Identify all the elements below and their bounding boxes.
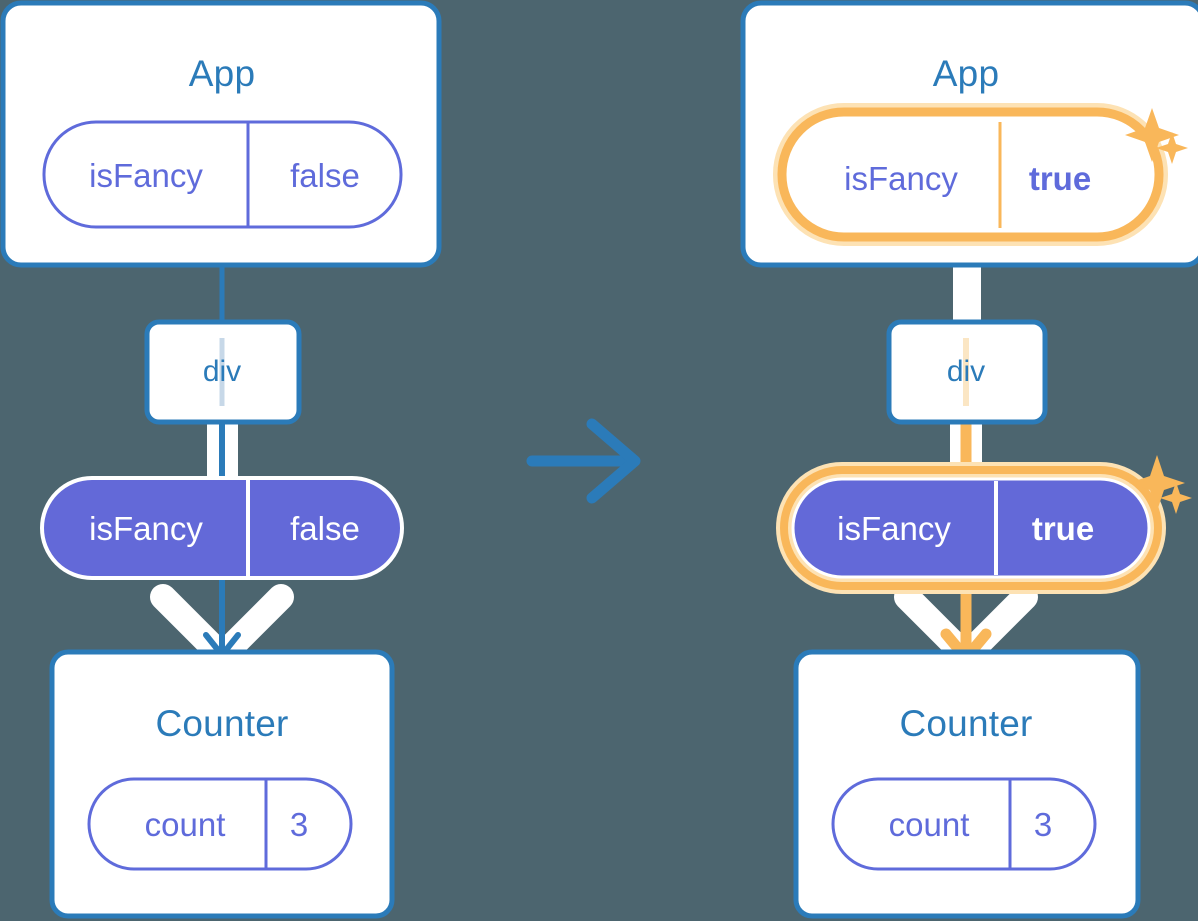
state-pill-counter-right <box>831 777 1097 871</box>
connector-app-to-div-right-band <box>953 258 981 328</box>
prop-pill-left <box>40 476 404 580</box>
prop-pill-right-ring <box>780 466 1162 590</box>
state-pill-app-right <box>773 103 1168 246</box>
sparkle-icon-prop-right <box>1129 455 1192 514</box>
arrow-right-icon <box>526 418 641 504</box>
state-pill-app-right-ring <box>777 107 1164 242</box>
state-pill-counter-left <box>87 777 353 871</box>
sparkle-icon-app-right <box>1125 108 1188 164</box>
prop-pill-right <box>776 462 1166 594</box>
state-pill-app-left <box>42 120 403 229</box>
